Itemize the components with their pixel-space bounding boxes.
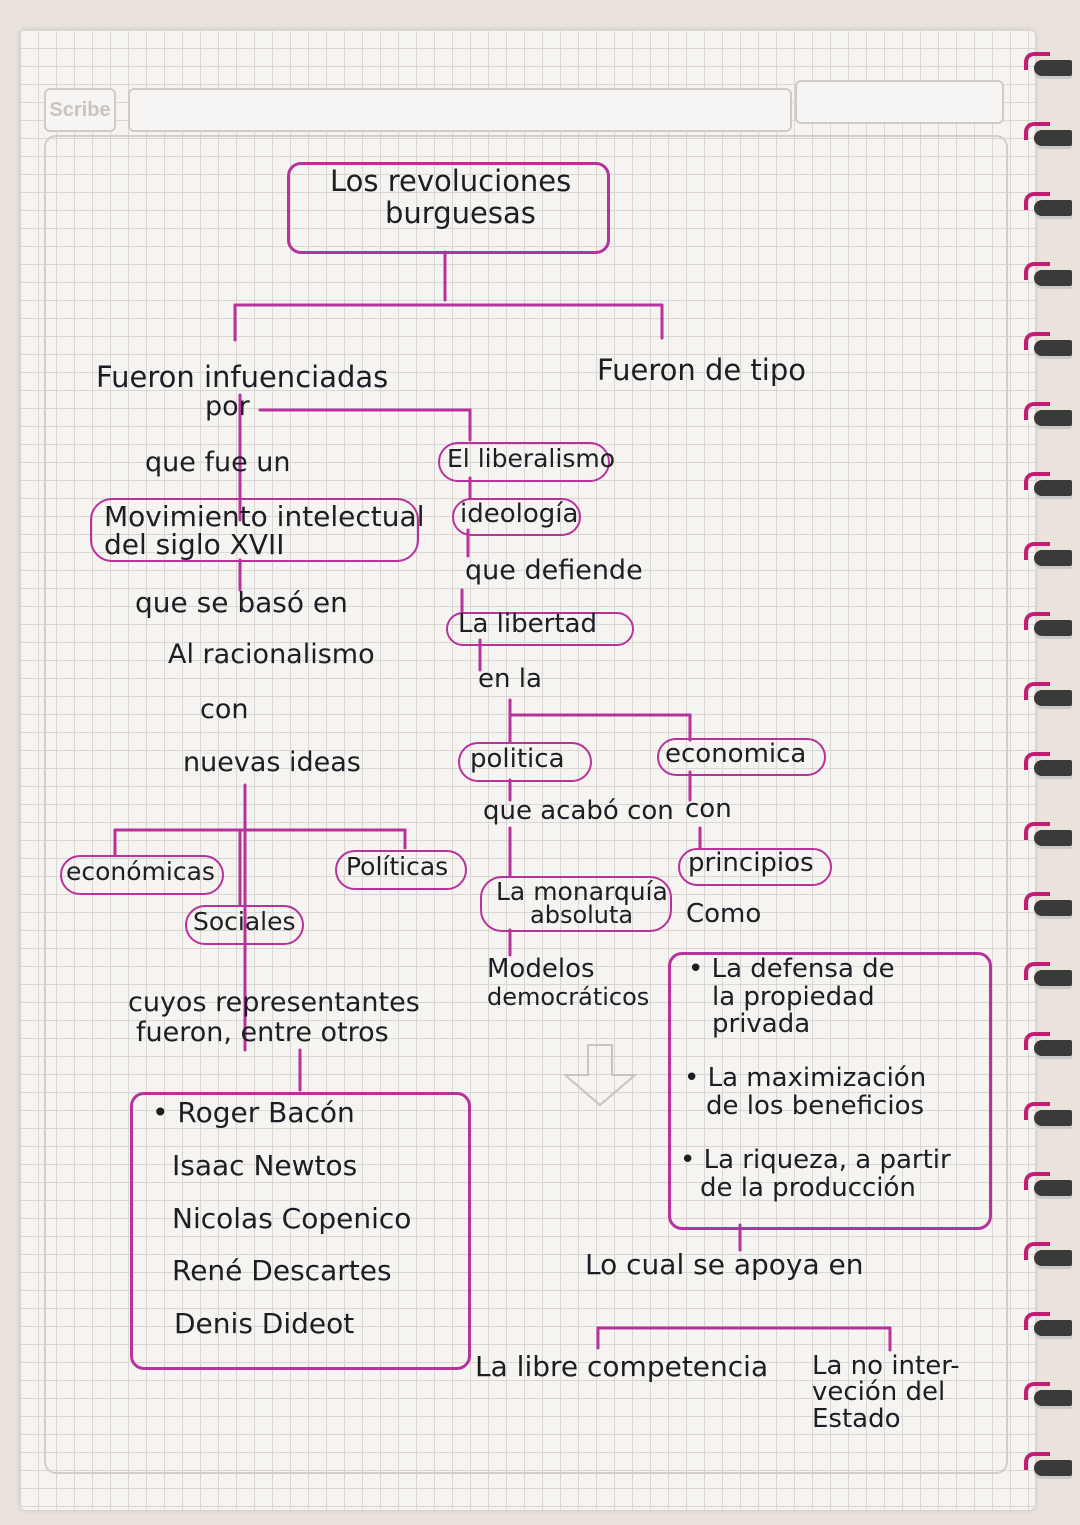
representante-item: Isaac Newtos [172, 1148, 358, 1182]
representante-item: • Roger Bacón [152, 1096, 355, 1129]
liberalismo-label: El liberalismo [447, 444, 615, 473]
competencia-label: La libre competencia [475, 1350, 769, 1383]
defiende-label: que defiende [465, 555, 643, 586]
politica-label: politica [470, 744, 565, 774]
representantes-list: • Roger Bacón Isaac Newtos Nicolas Copen… [152, 1096, 411, 1362]
representantes-box [130, 1092, 471, 1370]
header-field [128, 88, 792, 132]
liberalismo-node [438, 442, 610, 482]
cuyos-line1: cuyos representantes [128, 987, 420, 1018]
scribe-logo: Scribe [44, 88, 116, 132]
page-frame [44, 135, 1008, 1474]
representante-item: René Descartes [172, 1254, 392, 1288]
principle-1-line3: privada [712, 1009, 811, 1039]
apoya-label: Lo cual se apoya en [585, 1248, 864, 1281]
monarquia-line2: absoluta [530, 901, 634, 929]
economicas-node [60, 855, 224, 895]
principle-1-line1: • La defensa de [688, 954, 895, 984]
con-label-left: con [200, 694, 249, 725]
sociales-label: Sociales [193, 907, 296, 936]
representante-item: Nicolas Copenico [172, 1201, 412, 1235]
monarquia-node [480, 876, 672, 932]
ideologia-label: ideología [460, 499, 579, 529]
principle-2-line1: • La maximización [684, 1063, 927, 1093]
title-line2: burguesas [385, 196, 536, 230]
no-intervencion-line3: Estado [812, 1404, 901, 1434]
politica-node [458, 742, 592, 782]
movimiento-line1: Movimiento intelectual [104, 500, 425, 533]
modelos-line2: democráticos [487, 983, 650, 1011]
tipo-label: Fueron de tipo [597, 353, 806, 387]
influence-label-2: por [205, 391, 250, 422]
monarquia-line1: La monarquía [496, 877, 668, 906]
notebook-page [20, 30, 1035, 1510]
no-intervencion-line2: veción del [812, 1377, 946, 1407]
principios-node [678, 848, 832, 886]
date-field [795, 80, 1004, 124]
libertad-label: La libertad [458, 609, 597, 639]
title-box [287, 162, 610, 254]
modelos-line1: Modelos [487, 954, 595, 984]
sociales-node [185, 905, 304, 945]
economicas-label: económicas [66, 857, 215, 886]
racionalismo-label: Al racionalismo [168, 639, 375, 670]
representante-item: Denis Dideot [174, 1307, 355, 1341]
ideologia-node [452, 498, 581, 536]
politicas-node [335, 850, 467, 890]
baso-label: que se basó en [135, 586, 348, 619]
influence-label: Fueron infuenciadas [96, 360, 389, 394]
acabo-label: que acabó con [483, 796, 674, 826]
libertad-node [446, 612, 634, 646]
no-intervencion-line1: La no inter- [812, 1351, 960, 1381]
movimiento-line2: del siglo XVII [104, 528, 285, 561]
principios-label: principios [688, 848, 814, 878]
principle-3-line2: de la producción [700, 1173, 916, 1203]
con-label-right: con [685, 794, 732, 824]
politicas-label: Políticas [346, 852, 449, 881]
en-la-label: en la [478, 664, 542, 694]
economica-label: economica [665, 739, 807, 769]
principle-2-line2: de los beneficios [706, 1091, 925, 1121]
cuyos-line2: fueron, entre otros [136, 1017, 389, 1048]
economica-node [657, 738, 826, 776]
title-line1: Los revoluciones [330, 164, 572, 198]
spiral-binding [1024, 40, 1080, 1490]
principle-1-line2: la propiedad [712, 982, 875, 1012]
como-label: Como [686, 899, 762, 929]
movimiento-node [90, 498, 419, 562]
principle-3-line1: • La riqueza, a partir [680, 1145, 951, 1175]
nuevas-ideas-label: nuevas ideas [183, 747, 361, 778]
que-fue-label: que fue un [145, 447, 291, 478]
principles-box [668, 952, 992, 1230]
